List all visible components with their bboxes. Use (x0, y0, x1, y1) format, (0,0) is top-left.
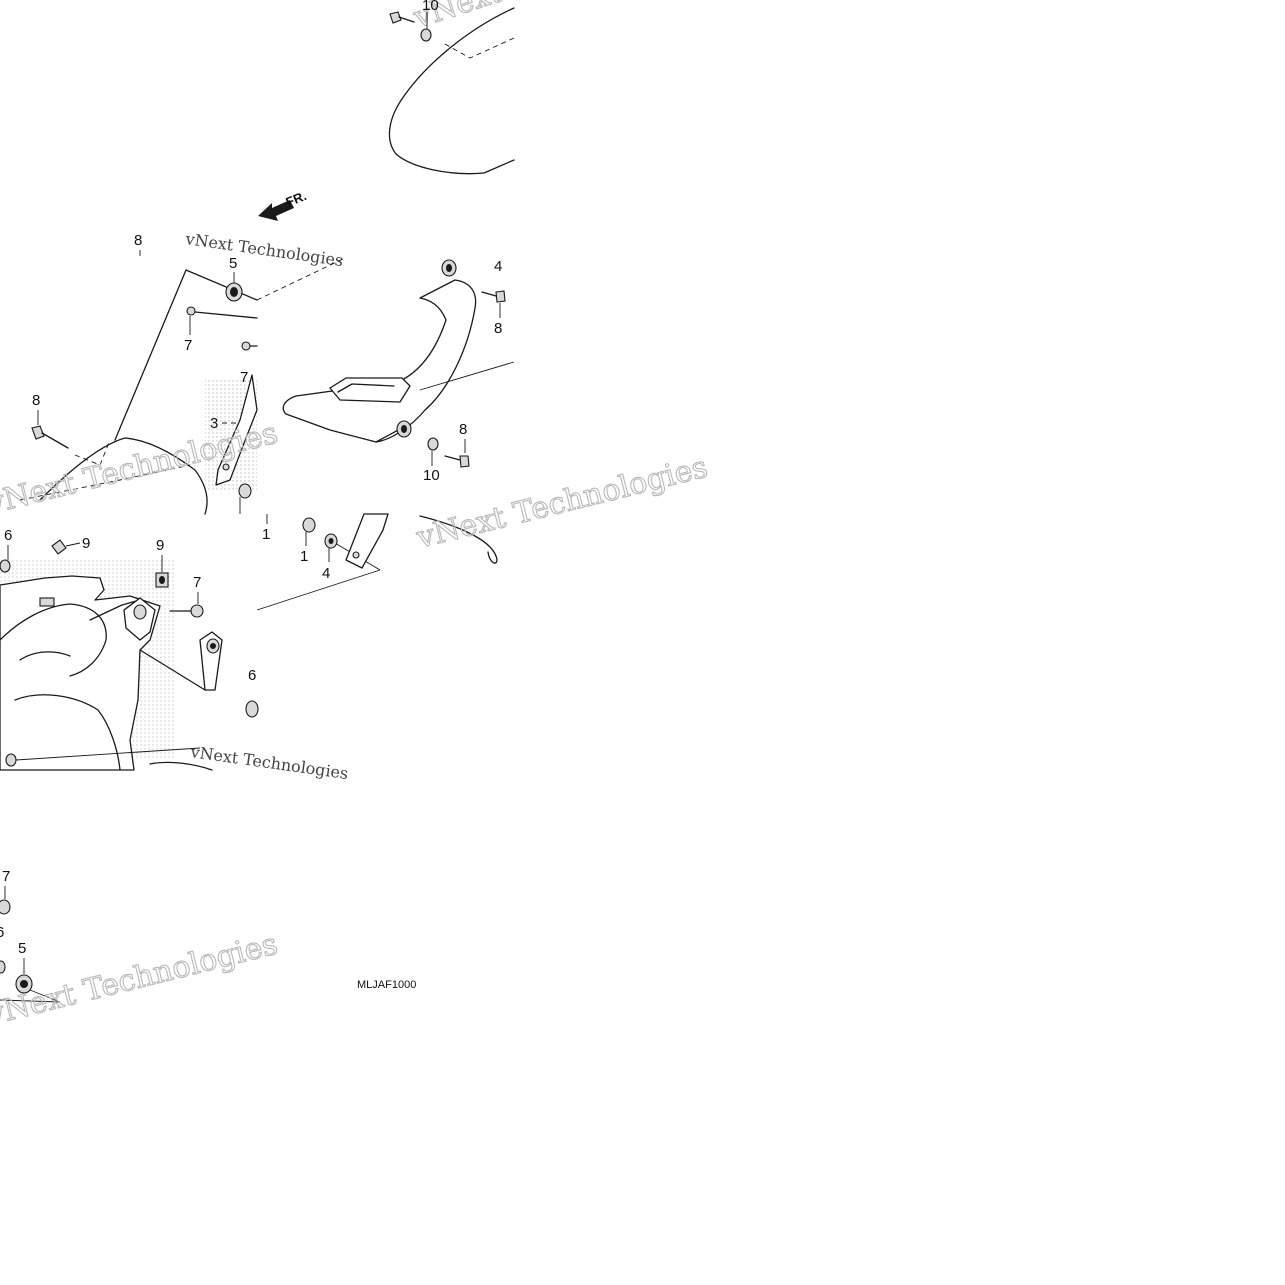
watermark-text: vNext Technologies (183, 229, 344, 270)
bolt-icon (241, 341, 258, 351)
callout-5: 5 (229, 255, 237, 272)
clip-icon (155, 572, 169, 588)
callout-1: 1 (262, 526, 270, 543)
callout-9: 9 (82, 535, 90, 552)
callout-10: 10 (423, 467, 440, 484)
middle-left-panel: 5 7 7 3 8 8 vNext Technologies vNex (0, 229, 344, 523)
grommet-icon (15, 974, 33, 994)
arrow-icon (258, 200, 294, 221)
callout-6: 6 (0, 924, 4, 941)
front-label: FR. (284, 188, 309, 210)
grommet-icon (324, 533, 338, 549)
callout-7: 7 (240, 369, 248, 386)
callout-8: 8 (134, 232, 142, 249)
callout-6: 6 (248, 667, 256, 684)
cover-inset (329, 377, 411, 403)
callout-7: 7 (193, 574, 201, 591)
bolt-icon (444, 455, 470, 468)
callout-3: 3 (210, 415, 218, 432)
bottom-middle-panel: 1 1 4 vNext Technologies (256, 449, 712, 611)
grommet-icon (441, 259, 457, 277)
callout-7: 7 (184, 337, 192, 354)
watermark-text: vNext Technologies (188, 742, 349, 783)
drawing-code: MLJAF1000 (357, 979, 416, 991)
callout-4: 4 (494, 258, 502, 275)
windscreen-outline (388, 7, 515, 175)
middle-right-panel: 4 8 10 8 (256, 257, 515, 484)
watermark-text: vNext Technologies (412, 450, 711, 556)
bolt-icon (31, 425, 69, 449)
windscreen-lower-outline (39, 437, 208, 515)
stay-bracket-3 (215, 374, 258, 486)
callout-8: 8 (459, 421, 467, 438)
bolt-icon (389, 11, 415, 24)
bolt-icon (169, 604, 204, 618)
callout-4: 4 (322, 565, 330, 582)
front-direction-arrow: FR. (258, 188, 309, 221)
callout-7: 7 (2, 868, 10, 885)
bottom-small-panel: 7 6 5 vNext Technologies (0, 868, 282, 1034)
bolt-icon (481, 290, 506, 303)
washer-icon (420, 28, 432, 42)
side-cover (282, 279, 477, 443)
callout-6: 6 (4, 527, 12, 544)
clip-icon (51, 539, 67, 555)
windscreen-panel: vNext Technologies 10 (388, 0, 704, 175)
grommet-icon (225, 282, 243, 302)
bottom-left-panel: 9 9 7 6 6 vNext Technologies (0, 527, 349, 783)
callout-10: 10 (422, 0, 439, 14)
washer-icon (427, 437, 439, 451)
callout-1: 1 (300, 548, 308, 565)
bolt-icon (186, 306, 258, 319)
inner-panel (0, 575, 161, 771)
callout-9: 9 (156, 537, 164, 554)
callout-8: 8 (32, 392, 40, 409)
stay-bracket-lower (345, 513, 389, 569)
collar-icon (302, 517, 316, 533)
callout-5: 5 (18, 940, 26, 957)
callout-8: 8 (494, 320, 502, 337)
watermark-text: vNext Technologies (0, 927, 281, 1033)
watermark-text: vNext Technologies (409, 0, 704, 36)
